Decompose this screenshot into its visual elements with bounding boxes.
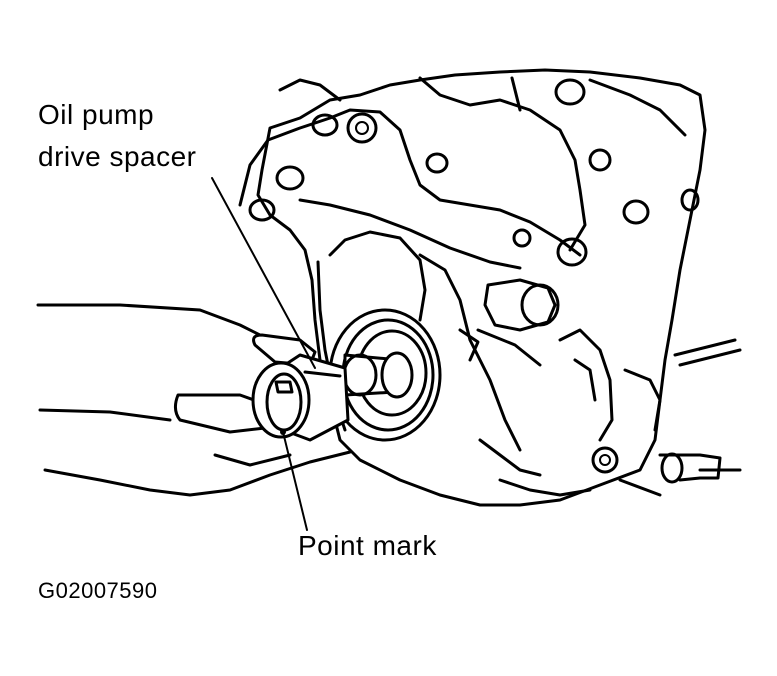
leader-point-mark (282, 431, 308, 531)
leader-oil-pump-spacer (211, 177, 316, 369)
leader-lines (211, 177, 316, 531)
label-oil-pump-line1: Oil pump (38, 99, 155, 130)
upper-flange (238, 76, 687, 270)
label-oil-pump-line2: drive spacer (38, 141, 197, 172)
drive-spacer (251, 353, 350, 442)
bolt-holes-upper (248, 78, 700, 267)
lower-cover-details (478, 328, 742, 497)
crankshaft-nose (342, 351, 414, 399)
hand-illustration (36, 303, 352, 497)
figure-id: G02007590 (38, 578, 158, 603)
label-point-mark: Point mark (298, 530, 437, 561)
center-boss (458, 278, 560, 367)
